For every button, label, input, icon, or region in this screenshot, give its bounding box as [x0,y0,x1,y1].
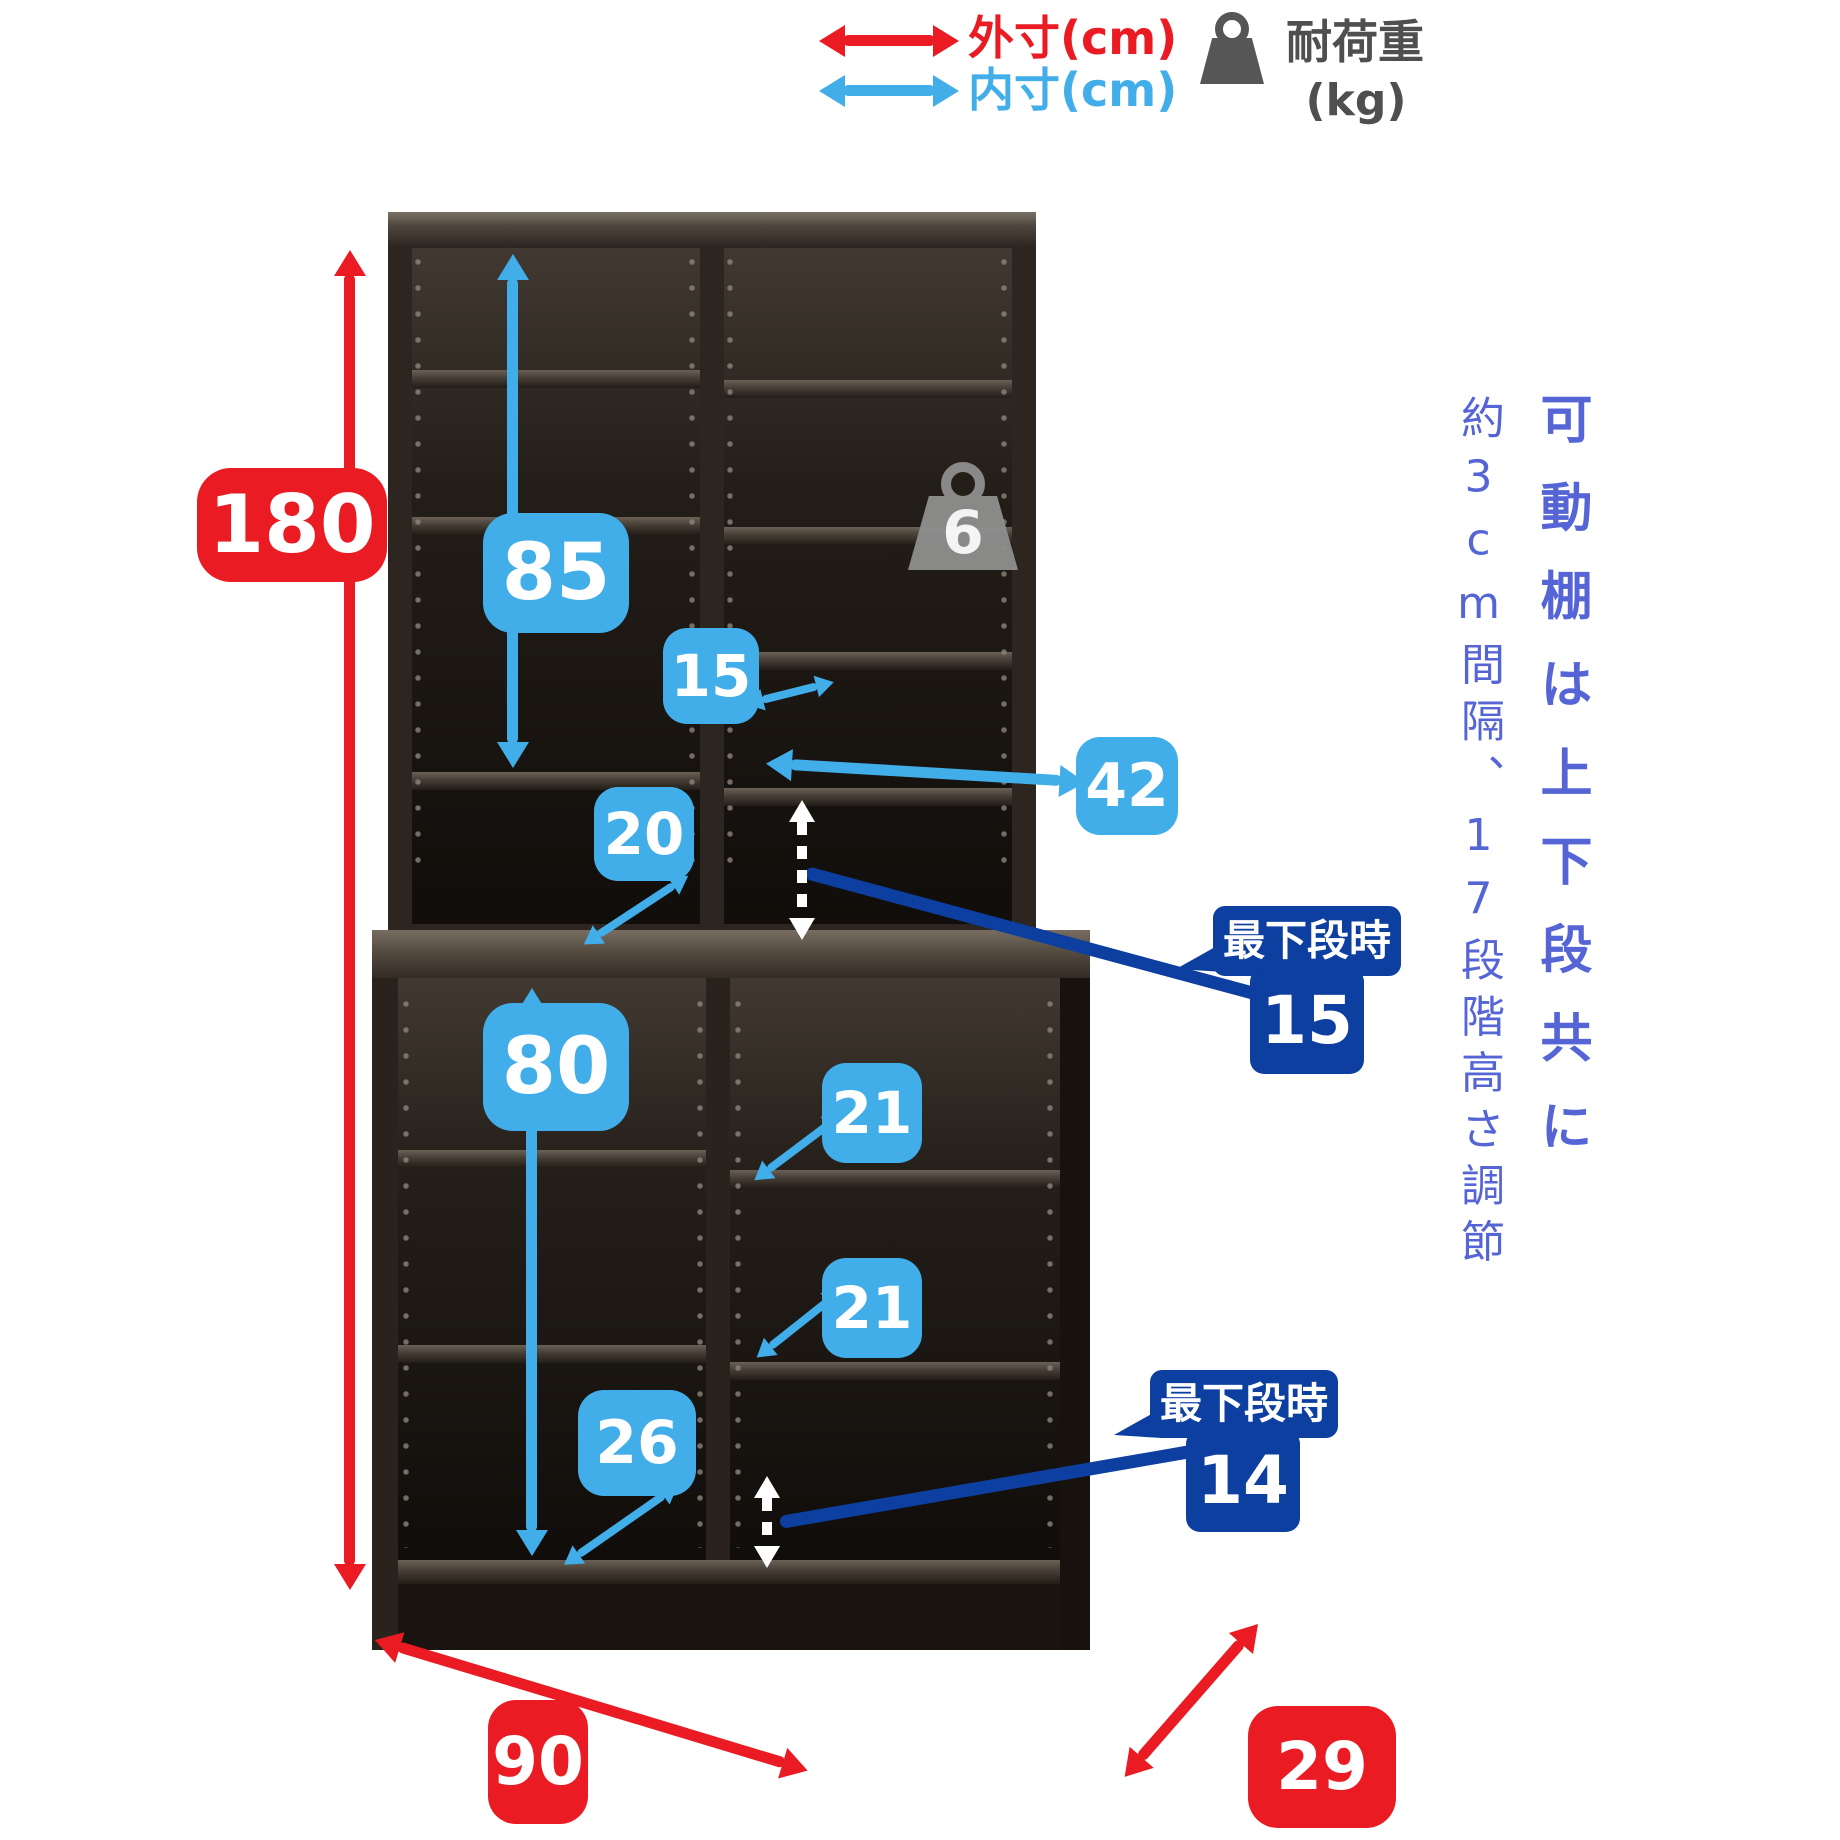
legend-inner-label: 内寸(cm) [968,63,1178,117]
shelf-board [724,788,1012,806]
bottom-board [398,1560,1060,1584]
shelf-board [730,1362,1060,1380]
peg-holes [1046,998,1054,1548]
legend-load-unit: (kg) [1305,75,1407,126]
peg-holes [734,998,742,1548]
upper-inner-width-badge: 42 [1076,737,1178,835]
lower-shelf-depth-badge-b: 21 [822,1258,922,1358]
lower-lowest-callout-label: 最下段時 [1150,1370,1338,1438]
shelf-board [412,370,700,388]
peg-holes [402,998,410,1548]
weight-icon [1200,12,1264,84]
outer-height-badge: 180 [197,468,387,582]
right-side-panel [1060,978,1090,1650]
upper-lowest-dashed-arrow [797,822,807,918]
weight-icon-body [1200,38,1264,84]
lower-shelf-depth-badge-a: 21 [822,1063,922,1163]
shelf-board [398,1345,706,1363]
peg-holes [696,998,704,1548]
outer-depth-arrow [1135,1638,1247,1763]
outer-width-badge: 90 [488,1700,588,1824]
lower-inner-height-arrow [526,1012,537,1532]
upper-unit [388,212,1036,948]
base-panel [398,1584,1060,1650]
side-note-detail: 約3cm間隔、17段階高さ調節 [1453,395,1504,1275]
upper-lowest-callout-value: 15 [1250,968,1364,1074]
side-note-headline: 可動棚は上下段共に [1531,392,1591,1188]
upper-unit-top-panel [388,212,1036,248]
outer-height-arrow [344,274,355,1566]
upper-shelf-gap-badge: 15 [663,628,759,724]
shelf-load-value: 6 [908,496,1018,570]
lower-unit-top-surface [372,930,1090,978]
shelf-board [724,380,1012,398]
outer-depth-badge: 29 [1248,1706,1396,1828]
lower-lowest-dashed-arrow [762,1498,772,1546]
lower-inner-height-badge: 80 [483,1003,629,1131]
legend-inner-arrow-icon [843,85,935,96]
legend-outer-label: 外寸(cm) [968,11,1178,65]
peg-holes [688,256,696,876]
shelf-board [724,652,1012,670]
upper-inner-depth-badge: 20 [594,787,694,881]
shelf-board [730,1170,1060,1188]
legend-load-label: 耐荷重 [1286,15,1424,69]
lower-lowest-callout-value: 14 [1186,1430,1300,1532]
lower-unit [372,978,1090,1650]
upper-right-column [724,248,1012,924]
shelf-load-weight-icon: 6 [908,462,1018,570]
lower-bottom-depth-badge: 26 [578,1390,696,1496]
outer-width-arrow [396,1641,787,1769]
upper-inner-height-arrow [507,278,518,744]
shelf-board [412,772,700,790]
upper-inner-height-badge: 85 [483,513,629,633]
peg-holes [726,256,734,876]
peg-holes [414,256,422,876]
legend-outer-arrow-icon [843,35,935,46]
upper-lowest-callout-label: 最下段時 [1213,906,1401,976]
shelf-board [398,1150,706,1168]
